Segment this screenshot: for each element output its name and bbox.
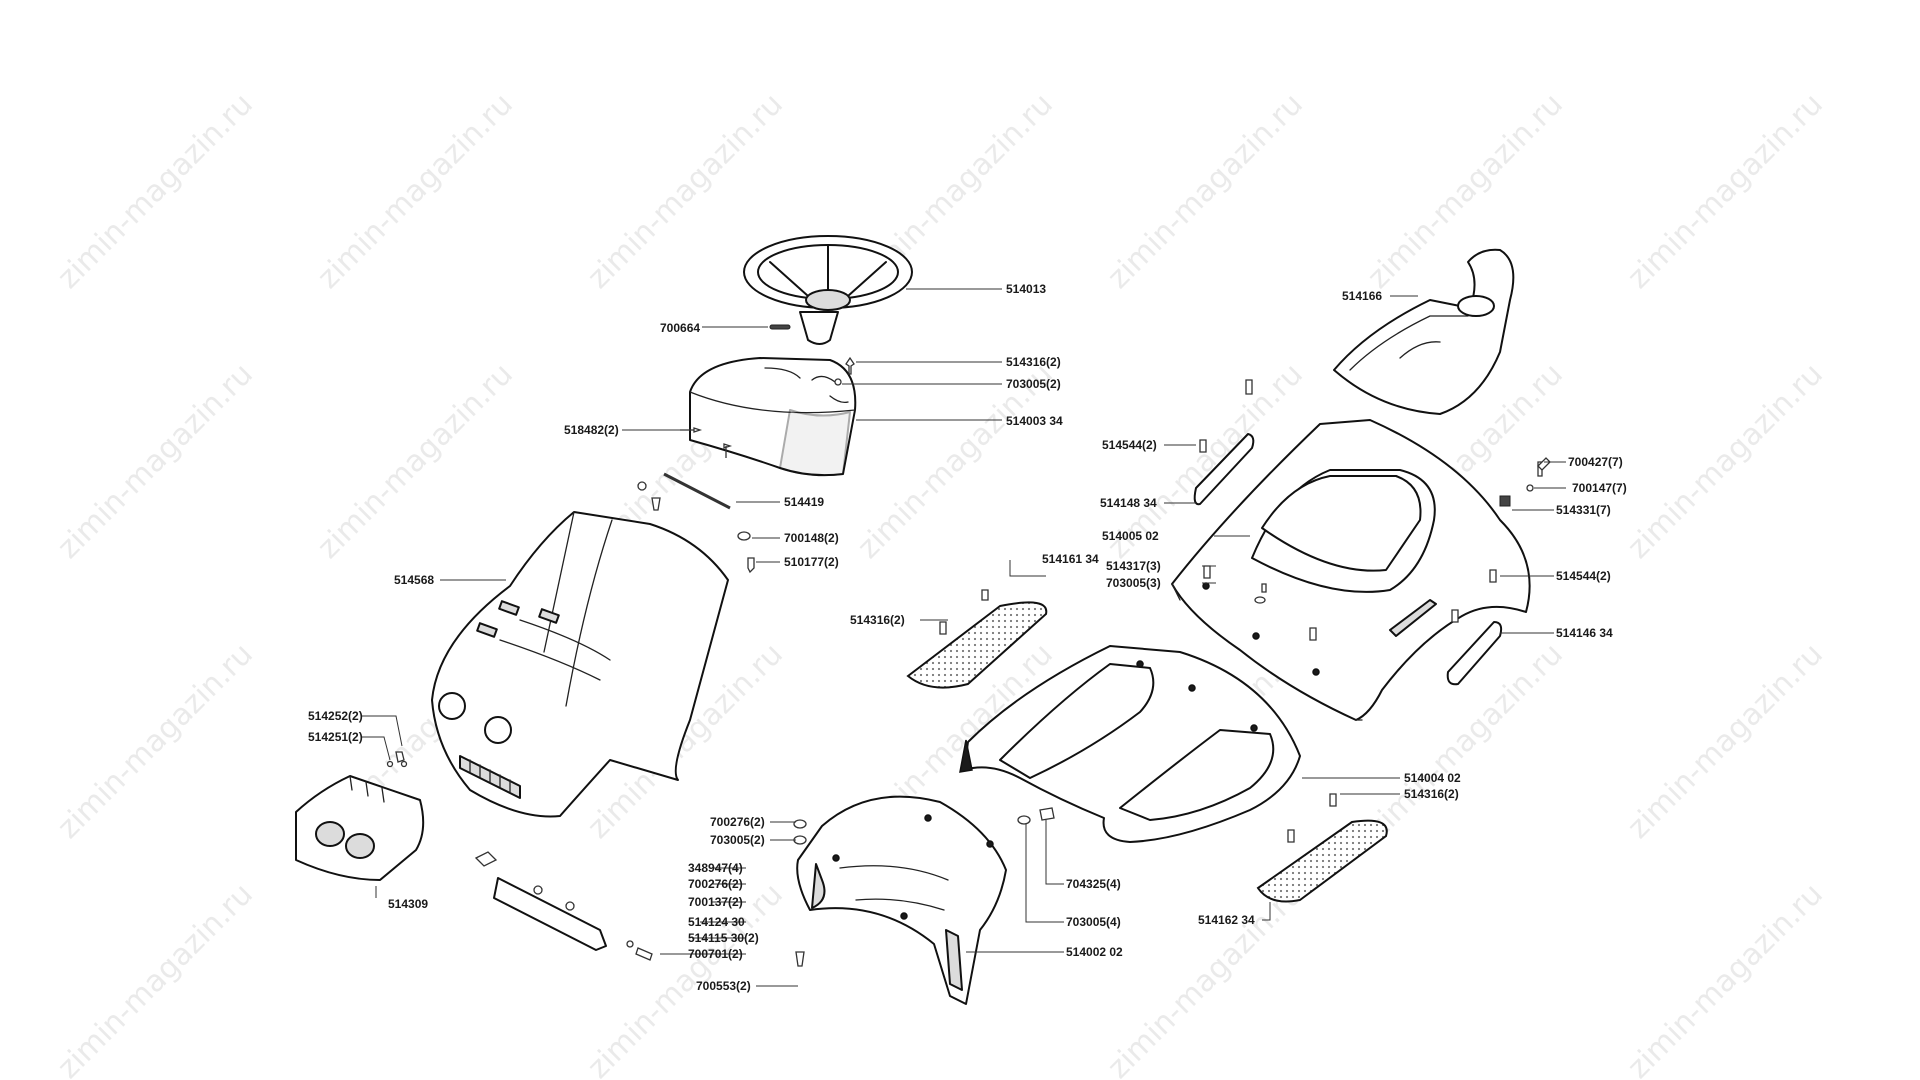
callout-514544-left: 514544(2): [1102, 438, 1157, 452]
callout-514331: 514331(7): [1556, 503, 1611, 517]
side-rail-right: [1446, 621, 1503, 686]
callout-700137: 700137(2): [688, 895, 743, 909]
hardware-514252: [386, 751, 408, 768]
callout-514568: 514568: [394, 573, 434, 587]
callout-700427: 700427(7): [1568, 455, 1623, 469]
watermark: zimin-magazin.ru: [311, 357, 520, 566]
hood: [431, 511, 729, 818]
callout-514316-right-tread: 514316(2): [1404, 787, 1459, 801]
watermark: zimin-magazin.ru: [1101, 87, 1310, 296]
callout-700664: 700664: [660, 321, 700, 335]
callout-514166: 514166: [1342, 289, 1382, 303]
watermark: zimin-magazin.ru: [51, 87, 260, 296]
leader-lines: [362, 288, 1566, 987]
steering-wheel: [743, 235, 913, 345]
callout-514419: 514419: [784, 495, 824, 509]
callout-514316-left-tread: 514316(2): [850, 613, 905, 627]
rear-fender-body: [1171, 419, 1531, 721]
callout-514002: 514002 02: [1066, 945, 1123, 959]
callout-514251: 514251(2): [308, 730, 363, 744]
watermark: zimin-magazin.ru: [581, 877, 790, 1080]
seat: [1333, 248, 1515, 415]
dash-panel: [689, 357, 857, 477]
callout-514161: 514161 34: [1042, 552, 1099, 566]
callout-703005-lower: 703005(4): [1066, 915, 1121, 929]
hardware-704325: [1017, 807, 1055, 825]
callout-700276-upper: 700276(2): [710, 815, 765, 829]
callout-700147: 700147(7): [1572, 481, 1627, 495]
watermark: zimin-magazin.ru: [1621, 637, 1830, 846]
callout-700553: 700553(2): [696, 979, 751, 993]
side-rail-left: [1193, 433, 1255, 506]
callout-labels: 514013 700664 514316(2) 703005(2) 518482…: [308, 282, 1627, 993]
dash-screws: [680, 356, 855, 458]
callout-514148: 514148 34: [1100, 496, 1157, 510]
callout-514162: 514162 34: [1198, 913, 1255, 927]
callout-703005-rear: 703005(3): [1106, 576, 1161, 590]
rear-body-hardware: [1199, 379, 1551, 641]
front-footwell: [796, 795, 1007, 1005]
floor-pan: [959, 645, 1301, 843]
callout-514124: 514124 30: [688, 915, 745, 929]
headlight-housing: [295, 775, 425, 881]
callout-514003: 514003 34: [1006, 414, 1063, 428]
callout-514005: 514005 02: [1102, 529, 1159, 543]
watermark: zimin-magazin.ru: [51, 357, 260, 566]
watermark: zimin-magazin.ru: [1361, 87, 1570, 296]
callout-348947: 348947(4): [688, 861, 743, 875]
callout-510177: 510177(2): [784, 555, 839, 569]
callout-703005-top: 703005(2): [1006, 377, 1061, 391]
callout-514013: 514013: [1006, 282, 1046, 296]
callout-514004: 514004 02: [1404, 771, 1461, 785]
hardware-700148: [737, 531, 755, 574]
callout-703005-mid: 703005(2): [710, 833, 765, 847]
watermark: zimin-magazin.ru: [1621, 877, 1830, 1080]
callout-704325: 704325(4): [1066, 877, 1121, 891]
callout-518482: 518482(2): [564, 423, 619, 437]
callout-700276-lower: 700276(2): [688, 877, 743, 891]
callout-514252: 514252(2): [308, 709, 363, 723]
front-bracket: [474, 851, 653, 961]
callout-514317: 514317(3): [1106, 559, 1161, 573]
pin-700664: [769, 324, 791, 330]
watermark: zimin-magazin.ru: [1101, 877, 1310, 1080]
foot-tread-right: [1256, 793, 1388, 903]
watermark: zimin-magazin.ru: [1621, 87, 1830, 296]
callout-700701: 700701(2): [688, 947, 743, 961]
callout-514544-right: 514544(2): [1556, 569, 1611, 583]
callout-514115: 514115 30(2): [688, 931, 759, 945]
callout-514309: 514309: [388, 897, 428, 911]
foot-tread-left: [906, 589, 1048, 689]
rod-514419: [637, 472, 731, 511]
callout-700148: 700148(2): [784, 531, 839, 545]
hardware-700276: [793, 819, 807, 967]
watermark: zimin-magazin.ru: [51, 877, 260, 1080]
watermark: zimin-magazin.ru: [1621, 357, 1830, 566]
watermark: zimin-magazin.ru: [311, 87, 520, 296]
callout-514146: 514146 34: [1556, 626, 1613, 640]
watermark: zimin-magazin.ru: [51, 637, 260, 846]
callout-514316-top: 514316(2): [1006, 355, 1061, 369]
